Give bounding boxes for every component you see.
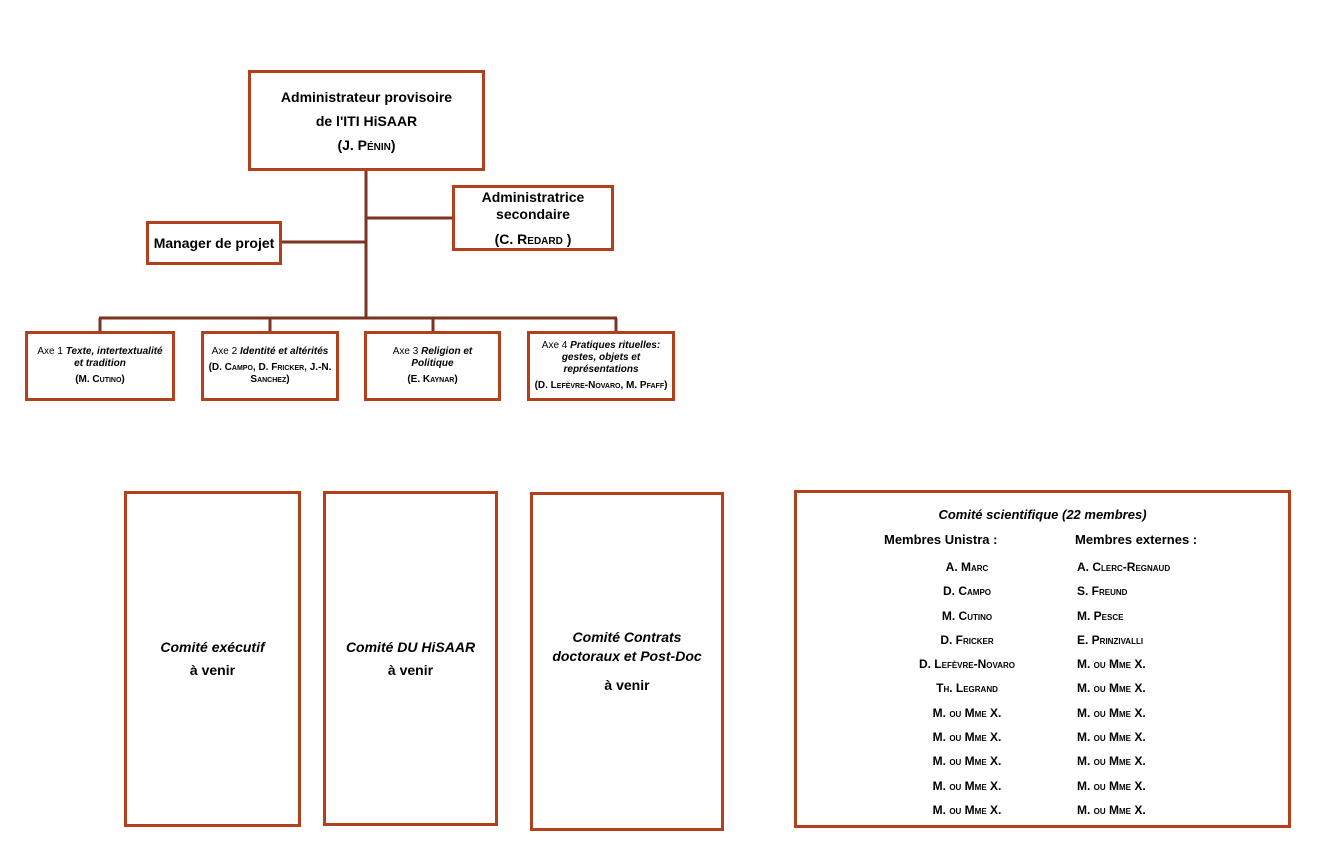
member-item: M. ou Mme X. (932, 778, 1002, 793)
admin-secondary-line2: secondaire (496, 205, 570, 222)
unistra-members-list: A. Marc D. Campo M. Cutino D. Fricker D. Lef… (877, 555, 1057, 822)
member-item: D. Lefèvre-Novaro (918, 657, 1016, 672)
admin-line1: Administrateur provisoire (280, 88, 453, 105)
manager-label: Manager de projet (153, 235, 275, 251)
member-item: M. ou Mme X. (932, 730, 1002, 745)
committee-status: à venir (189, 662, 236, 678)
member-item: D. Fricker (940, 632, 994, 647)
admin-box: Administrateur provisoire de l'ITI HiSAA… (248, 70, 485, 171)
member-item: M. ou Mme X. (932, 754, 1002, 769)
axe-people: (M. Cutino) (75, 374, 125, 385)
committee-title: Comité exécutif (160, 639, 265, 655)
member-item: M. ou Mme X. (932, 802, 1002, 817)
member-item: M. ou Mme X. (1077, 657, 1146, 672)
member-item: A. Marc (945, 560, 989, 574)
committee-title: Comité Contrats doctoraux et Post-Doc (552, 629, 702, 664)
committee-title: Comité DU HiSAAR (345, 638, 476, 655)
admin-secondary-line1: Administratrice (481, 188, 585, 205)
axe-box-3: Axe 3 Religion et Politique (E. Kaynar) (364, 331, 501, 401)
member-item: M. Cutino (941, 608, 993, 623)
scientific-committee-title: Comité scientifique (22 membres) (938, 507, 1147, 522)
axe-people: (E. Kaynar) (407, 374, 458, 385)
admin-person: (J. Pénin) (337, 136, 396, 153)
external-members-list: A. Clerc-Regnaud S. Freund M. Pesce E. Prin… (1077, 555, 1257, 822)
admin-secondary-box: Administratrice secondaire (C. Redard ) (452, 185, 614, 251)
member-item: M. Pesce (1077, 608, 1124, 623)
unistra-members-header: Membres Unistra : (884, 532, 998, 547)
member-item: S. Freund (1077, 584, 1128, 599)
axe-box-1: Axe 1 Texte, intertextualité et traditio… (25, 331, 175, 401)
scientific-committee: Comité scientifique (22 membres) Membres… (794, 490, 1291, 828)
axe-people: (D. Campo, D. Fricker, J.-N. Sanchez) (208, 362, 332, 385)
axe-title: Identité et altérités (240, 346, 329, 357)
manager-box: Manager de projet (146, 221, 282, 265)
member-item: M. ou Mme X. (1077, 730, 1146, 745)
axe-title: Pratiques rituelles: gestes, objets et r… (561, 340, 661, 375)
member-item: M. ou Mme X. (932, 705, 1002, 720)
axe-prefix: Axe 4 (541, 340, 571, 351)
committee-executive: Comité exécutif à venir (124, 491, 301, 827)
axe-box-2: Axe 2 Identité et altérités (D. Campo, D… (201, 331, 339, 401)
committee-status: à venir (387, 661, 434, 678)
admin-line2: de l'ITI HiSAAR (315, 112, 418, 129)
member-item: E. Prinzivalli (1077, 632, 1144, 647)
axe-title: Texte, intertextualité et tradition (65, 346, 163, 369)
committee-status: à venir (604, 677, 650, 693)
axe-prefix: Axe 3 (392, 346, 422, 357)
member-item: M. ou Mme X. (1077, 681, 1146, 696)
admin-secondary-person: (C. Redard ) (494, 230, 572, 247)
member-item: D. Campo (943, 584, 991, 599)
committee-du-hisaar: Comité DU HiSAAR à venir (323, 491, 498, 826)
axe-title: Religion et Politique (411, 346, 473, 369)
committee-doctoral-contracts: Comité Contrats doctoraux et Post-Doc à … (530, 492, 724, 831)
member-item: M. ou Mme X. (1077, 705, 1146, 720)
member-item: M. ou Mme X. (1077, 754, 1146, 769)
axe-prefix: Axe 2 (211, 346, 240, 357)
member-item: M. ou Mme X. (1077, 802, 1146, 817)
axe-people: (D. Lefèvre-Novaro, M. Pfaff) (534, 380, 668, 391)
member-item: Th. Legrand (936, 681, 998, 696)
axe-prefix: Axe 1 (37, 346, 66, 357)
member-item: M. ou Mme X. (1077, 778, 1146, 793)
member-item: A. Clerc-Regnaud (1077, 560, 1171, 574)
external-members-header: Membres externes : (1075, 532, 1198, 547)
axe-box-4: Axe 4 Pratiques rituelles: gestes, objet… (527, 331, 675, 401)
